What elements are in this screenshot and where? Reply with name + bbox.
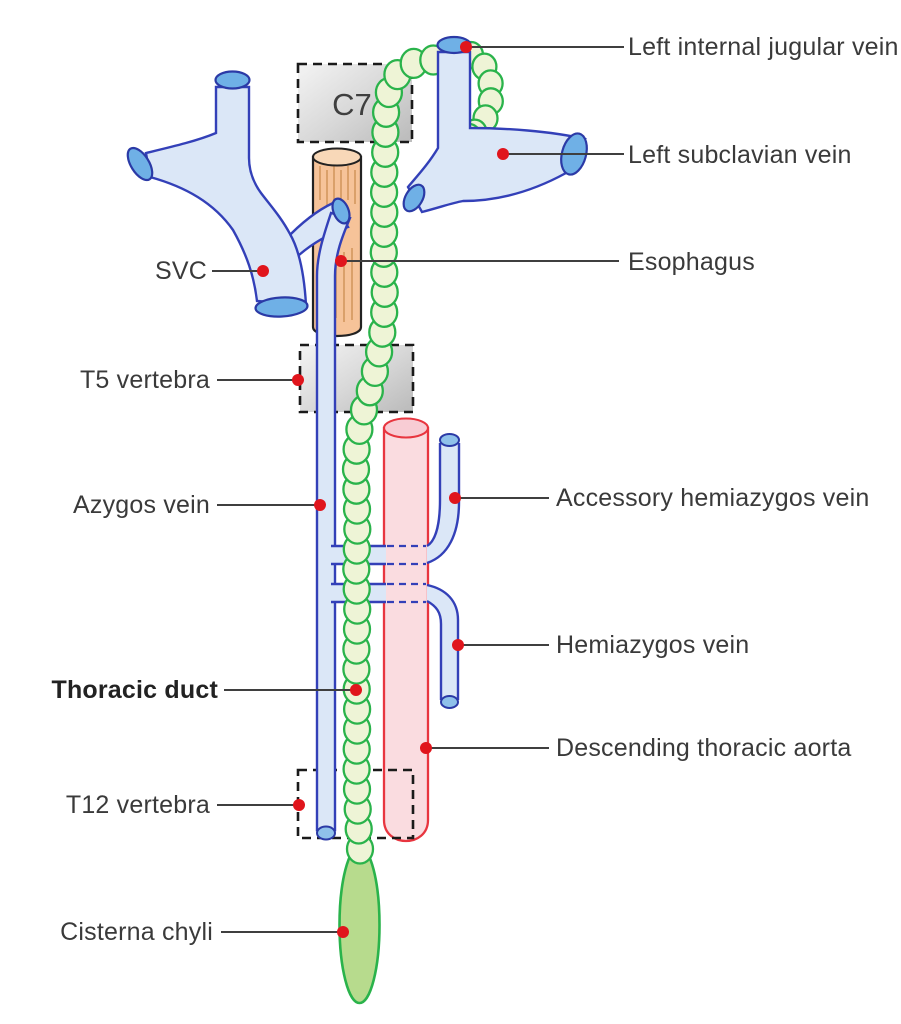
right-brachiocephalic-top-cap (214, 70, 251, 90)
dot-subclavian (497, 148, 509, 160)
dot-svc (257, 265, 269, 277)
azygos-bottom-cap (316, 825, 336, 841)
dot-thoracic-duct (350, 684, 362, 696)
svc-body (144, 85, 308, 307)
label-t5-vertebra: T5 vertebra (79, 366, 210, 394)
descending-aorta-cylinder (382, 417, 430, 843)
dot-accessory-hemiazygos (449, 492, 461, 504)
dot-azygos (314, 499, 326, 511)
accessory-hemiazygos-top-cap (439, 433, 460, 447)
jugular-subclavian-body (406, 50, 587, 214)
dot-t5 (292, 374, 304, 386)
dot-hemiazygos (452, 639, 464, 651)
brachiocephalic-cut-face (402, 183, 426, 213)
dot-cisterna (337, 926, 349, 938)
label-svc: SVC (154, 257, 207, 285)
dot-t12 (293, 799, 305, 811)
accessory-hemiazygos-tube (426, 433, 461, 565)
hemiazygos-tube (426, 583, 460, 709)
azygos-arch-cut-face (331, 197, 351, 225)
label-hemiazygos-vein: Hemiazygos vein (556, 631, 750, 659)
label-azygos-vein: Azygos vein (73, 491, 210, 519)
aorta-body (382, 426, 430, 843)
thoracic-duct-chain (341, 44, 467, 865)
label-descending-thoracic-aorta: Descending thoracic aorta (556, 734, 852, 762)
svc-structure (126, 70, 309, 318)
left-arm-cut-face (126, 146, 154, 182)
label-cisterna-chyli: Cisterna chyli (60, 918, 213, 946)
label-left-internal-jugular-vein: Left internal jugular vein (628, 33, 899, 61)
label-thoracic-duct: Thoracic duct (51, 676, 218, 704)
label-left-subclavian-vein: Left subclavian vein (628, 141, 852, 169)
leader-lines (212, 41, 624, 938)
svc-bottom-cap (254, 296, 309, 318)
dot-jugular (460, 41, 472, 53)
left-jugular-subclavian-structure (402, 35, 588, 214)
c7-box-label: C7 (332, 87, 372, 122)
dot-esophagus (335, 255, 347, 267)
label-t12-vertebra: T12 vertebra (65, 791, 210, 819)
hemiazygos-bottom-cap (440, 695, 459, 709)
cisterna-chyli-ellipse (338, 845, 381, 1005)
esophagus-top-cap (312, 147, 362, 167)
dot-aorta (420, 742, 432, 754)
label-esophagus: Esophagus (628, 248, 755, 276)
label-accessory-hemiazygos-vein: Accessory hemiazygos vein (556, 484, 870, 512)
azygos-connections-behind-aorta (387, 544, 426, 604)
azygos-vein-tube (283, 197, 352, 841)
aorta-top-cap (382, 417, 430, 439)
